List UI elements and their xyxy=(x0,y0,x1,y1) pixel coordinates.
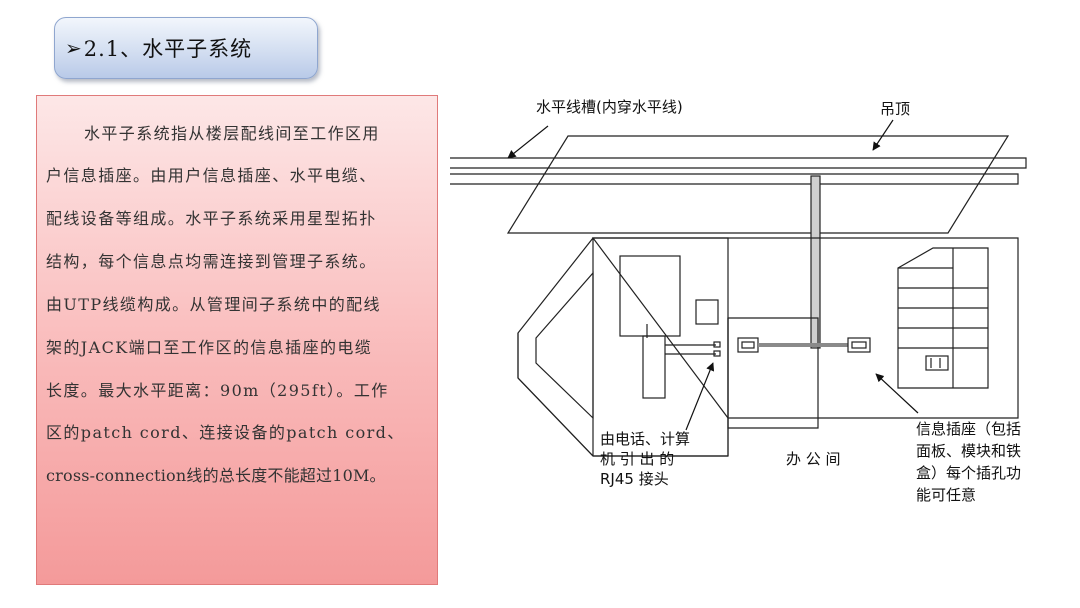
ceiling-plane xyxy=(506,135,1010,234)
monitor xyxy=(619,255,681,337)
paragraph-line: 架的JACK端口至工作区的信息插座的电缆 xyxy=(46,338,373,357)
outlet-right xyxy=(847,337,871,353)
shelf-cabinet xyxy=(897,247,989,389)
paragraph-line: 由UTP线缆构成。从管理间子系统中的配线 xyxy=(46,295,381,314)
label-rj45-line2: 机 引 出 的 xyxy=(600,450,674,468)
trunking-arrow xyxy=(507,125,549,159)
ceiling-arrow xyxy=(872,119,894,151)
label-rj45-line1: 由电话、计算 xyxy=(600,430,690,448)
back-wall xyxy=(591,237,1019,419)
label-outlet-line1: 信息插座（包括 xyxy=(916,420,1021,438)
label-outlet-line3: 盒）每个插孔功 xyxy=(916,464,1021,482)
text-panel: 水平子系统指从楼层配线间至工作区用 户信息插座。由用户信息插座、水平电缆、 配线… xyxy=(36,95,438,585)
label-ceiling: 吊顶 xyxy=(880,100,910,118)
label-trunking: 水平线槽(内穿水平线) xyxy=(536,98,683,116)
arrow-bullet-icon: ➢ xyxy=(65,36,82,60)
paragraph-line: cross-connection线的总长度不能超过10M。 xyxy=(46,466,386,485)
rj45-arrow xyxy=(685,362,715,431)
outlet-arrow xyxy=(875,373,919,414)
label-office: 办 公 间 xyxy=(786,450,841,468)
trunking-rail-bottom xyxy=(450,173,1019,185)
paragraph-line: 水平子系统指从楼层配线间至工作区用 xyxy=(84,124,380,143)
paragraph-line: 长度。最大水平距离：90m（295ft）。工作 xyxy=(46,381,389,400)
label-outlet-line4: 能可任意 xyxy=(916,486,976,504)
paragraph-line: 户信息插座。由用户信息插座、水平电缆、 xyxy=(46,166,377,185)
partition xyxy=(727,317,819,429)
phone-box xyxy=(695,299,719,325)
paragraph-line: 配线设备等组成。水平子系统采用星型拓扑 xyxy=(46,209,377,228)
horizontal-subsystem-diagram: 水平线槽(内穿水平线) 吊顶 由电话、计算 机 引 出 的 RJ45 接头 办 … xyxy=(450,98,1027,504)
trunking-rail-top xyxy=(450,157,1027,169)
paragraph-line: 区的patch cord、连接设备的patch cord、 xyxy=(46,423,405,442)
slide-title: 2.1、水平子系统 xyxy=(83,37,253,61)
computer-tower xyxy=(642,335,666,399)
vertical-conduit xyxy=(810,175,821,349)
slide-title-box: ➢ 2.1、水平子系统 xyxy=(54,17,318,79)
left-wall xyxy=(517,237,729,457)
label-rj45-line3: RJ45 接头 xyxy=(600,470,669,488)
paragraph-line: 结构，每个信息点均需连接到管理子系统。 xyxy=(46,252,377,271)
label-outlet-line2: 面板、模块和铁 xyxy=(916,442,1021,460)
outlet-left xyxy=(737,337,759,353)
